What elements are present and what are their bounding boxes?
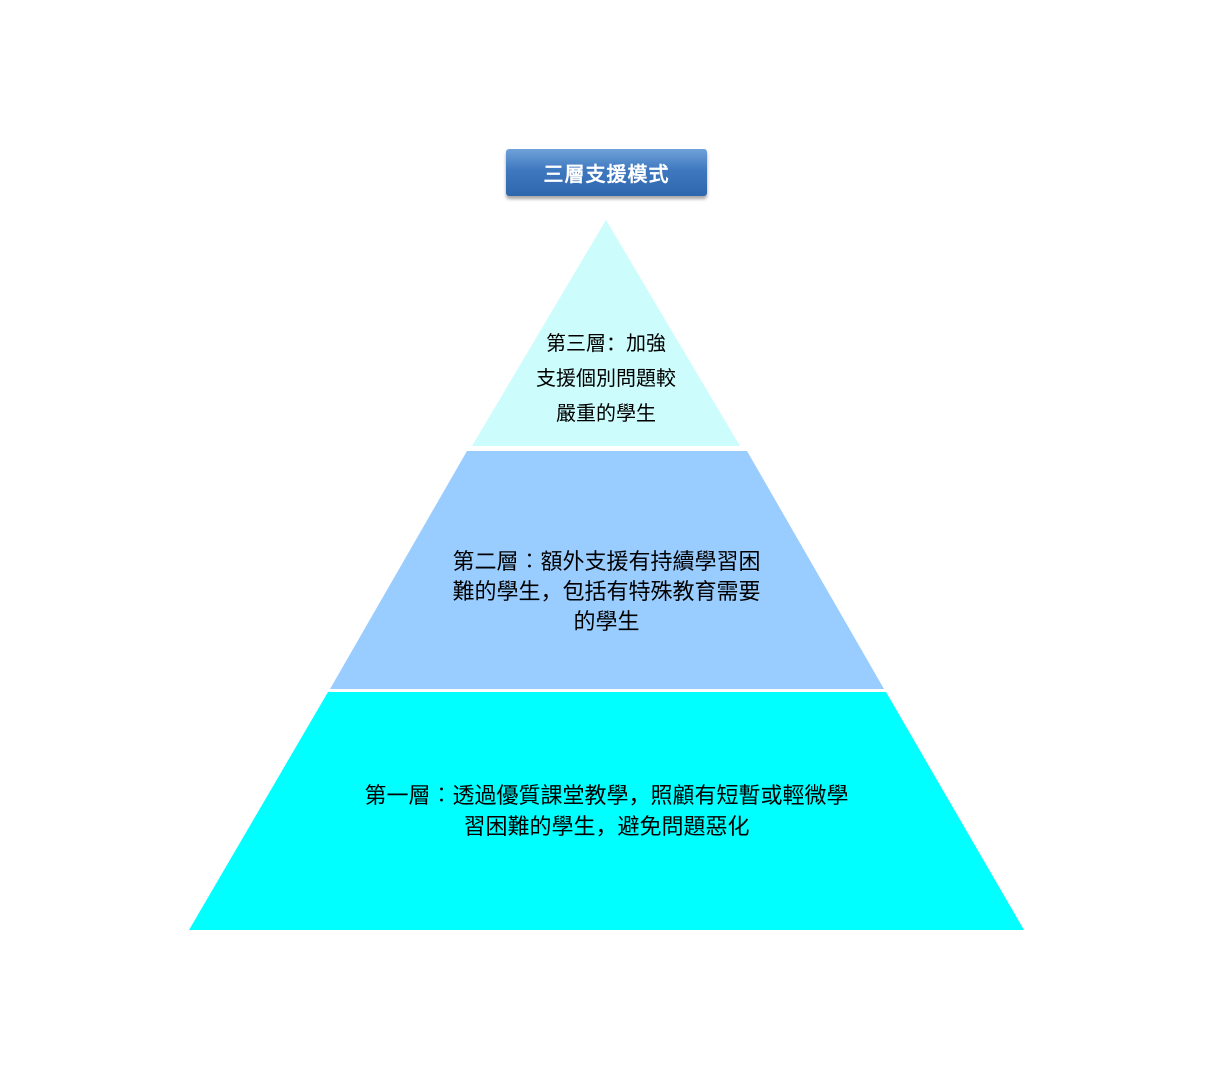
diagram-title-box: 三層支援模式 — [506, 149, 707, 196]
tier-3-shape — [472, 220, 740, 446]
tier-3-label: 第三層：加強 支援個別問題較 嚴重的學生 — [500, 326, 712, 431]
tier-3-line: 第三層：加強 — [546, 331, 666, 355]
tier-2-line: 的學生 — [573, 610, 640, 635]
tier-3-line: 支援個別問題較 — [536, 366, 676, 390]
tier-1-shape — [189, 692, 1024, 930]
tier-1-label: 第一層︰透過優質課堂教學，照顧有短暫或輕微學 習困難的學生，避免問題惡化 — [315, 781, 898, 843]
tier-1-line: 第一層︰透過優質課堂教學，照顧有短暫或輕微學 — [364, 784, 849, 809]
tier-2-shape — [330, 451, 884, 689]
tier-2-line: 第二層︰額外支援有持續學習困 — [452, 550, 761, 575]
tier-3-line: 嚴重的學生 — [556, 401, 656, 425]
tier-2-line: 難的學生，包括有特殊教育需要 — [452, 580, 761, 605]
tier-2-label: 第二層︰額外支援有持續學習困 難的學生，包括有特殊教育需要 的學生 — [415, 548, 798, 638]
diagram-title: 三層支援模式 — [543, 162, 670, 186]
tier-1-line: 習困難的學生，避免問題惡化 — [463, 815, 750, 840]
